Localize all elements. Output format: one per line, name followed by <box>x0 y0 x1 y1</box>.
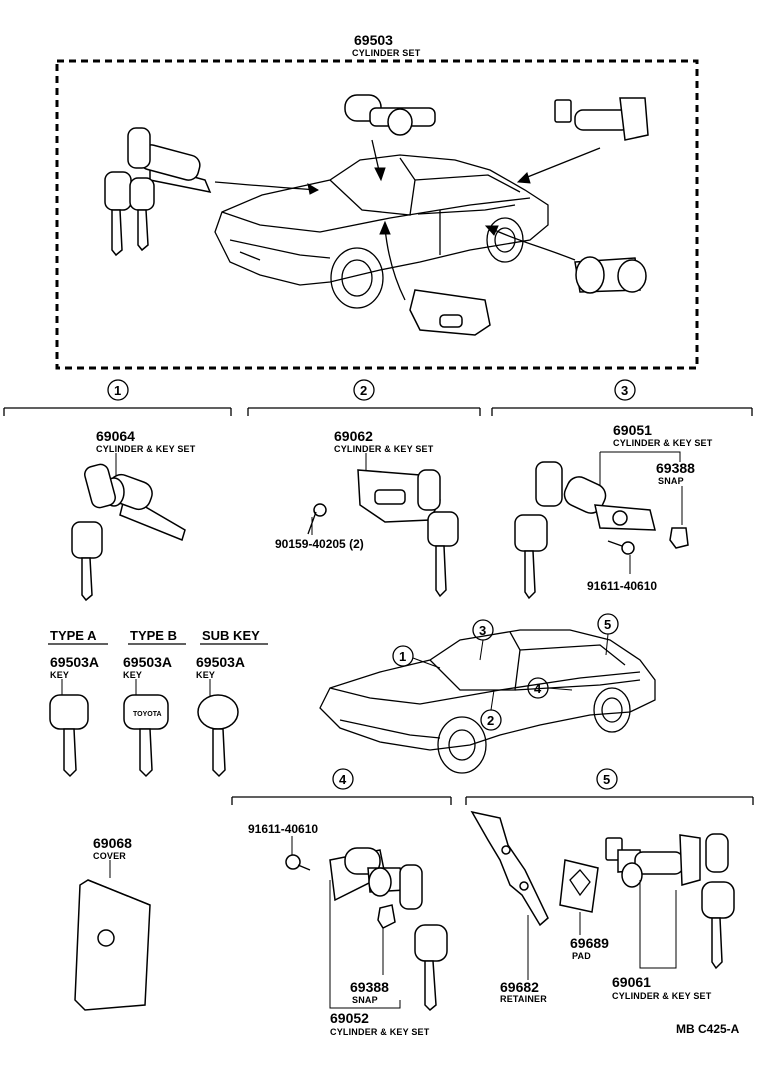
part-69051-label: CYLINDER & KEY SET <box>613 438 713 448</box>
section-5-pad <box>559 859 599 913</box>
top-latch-assembly <box>409 289 491 336</box>
key-type-a-label: TYPE A <box>50 628 97 643</box>
cylinder-set-dashed-frame <box>55 59 699 370</box>
key-sub-name: KEY <box>196 670 215 680</box>
section-2-latch-cylinder <box>357 469 459 598</box>
cylinder-set-label: CYLINDER SET <box>352 48 421 58</box>
section-3-snap <box>669 527 689 549</box>
key-type-a-name: KEY <box>50 670 69 680</box>
car-callout-5: 5 <box>604 617 611 632</box>
key-type-a-icon <box>49 694 89 778</box>
part-69061-label: CYLINDER & KEY SET <box>612 991 712 1001</box>
part-69388-number-b: 69388 <box>350 979 389 995</box>
key-cover-illustration <box>74 879 151 1011</box>
part-90159-number: 90159-40205 (2) <box>275 537 364 551</box>
section-4-header: 4 <box>231 768 452 805</box>
section-5-header: 5 <box>465 768 754 805</box>
key-type-b-label: TYPE B <box>130 628 177 643</box>
section-3-cylinder-keys <box>514 461 656 600</box>
section-5-number: 5 <box>603 772 610 787</box>
car-callout-4: 4 <box>534 681 542 696</box>
section-1-header: 1 <box>3 379 232 416</box>
part-69061-number: 69061 <box>612 974 651 990</box>
section-4-screw <box>285 854 311 871</box>
key-sub-icon <box>197 694 239 778</box>
top-callout-arrows <box>214 139 601 301</box>
section-5-cylinder-keys <box>605 833 735 970</box>
part-69068-label: COVER <box>93 851 126 861</box>
section-2-number: 2 <box>360 383 367 398</box>
section-2-bolt <box>307 503 327 535</box>
part-69682-label: RETAINER <box>500 994 547 1004</box>
car-callout-1: 1 <box>399 649 406 664</box>
middle-car-illustration <box>319 629 656 774</box>
section-4-number: 4 <box>339 772 347 787</box>
part-69062-number: 69062 <box>334 428 373 444</box>
car-callout-2: 2 <box>487 713 494 728</box>
part-69064-label: CYLINDER & KEY SET <box>96 444 196 454</box>
part-69052-number: 69052 <box>330 1010 369 1026</box>
top-ignition-cylinder-keys <box>104 127 212 257</box>
section-4-cylinder-keys <box>329 847 448 1012</box>
section-3-header: 3 <box>491 379 753 416</box>
key-sub-label: SUB KEY <box>202 628 260 643</box>
part-69388-label-a: SNAP <box>658 476 684 486</box>
top-trunk-cylinder <box>344 94 436 136</box>
section-5-retainer <box>470 810 549 927</box>
section-3-screw <box>607 540 635 555</box>
part-69052-label: CYLINDER & KEY SET <box>330 1027 430 1037</box>
middle-car-callouts: 1 2 3 4 5 <box>392 613 619 731</box>
section-2-header: 2 <box>247 379 481 416</box>
section-4-snap <box>377 904 396 929</box>
top-car-illustration <box>214 154 549 309</box>
cylinder-set-part-number: 69503 <box>354 32 393 48</box>
section-1-number: 1 <box>114 383 121 398</box>
key-type-a-part-number: 69503A <box>50 654 99 670</box>
section-3-number: 3 <box>621 383 628 398</box>
part-69062-label: CYLINDER & KEY SET <box>334 444 434 454</box>
part-69068-number: 69068 <box>93 835 132 851</box>
key-sub-part-number: 69503A <box>196 654 245 670</box>
part-69388-label-b: SNAP <box>352 995 378 1005</box>
part-69682-number: 69682 <box>500 979 539 995</box>
key-type-b-part-number: 69503A <box>123 654 172 670</box>
part-69064-number: 69064 <box>96 428 135 444</box>
part-69689-number: 69689 <box>570 935 609 951</box>
part-69689-label: PAD <box>572 951 591 961</box>
car-callout-3: 3 <box>479 623 486 638</box>
section-1-cylinder-keys <box>71 463 186 602</box>
diagram-code: MB C425-A <box>676 1022 740 1036</box>
key-type-b-brand: TOYOTA <box>133 711 162 718</box>
part-91611-number-b: 91611-40610 <box>248 822 318 836</box>
key-type-b-icon: TOYOTA <box>123 694 169 778</box>
top-glovebox-cylinder <box>554 97 649 141</box>
part-69388-number-a: 69388 <box>656 460 695 476</box>
top-door-cylinder <box>574 256 647 294</box>
key-type-b-name: KEY <box>123 670 142 680</box>
part-69051-number: 69051 <box>613 422 652 438</box>
part-91611-number-a: 91611-40610 <box>587 579 657 593</box>
